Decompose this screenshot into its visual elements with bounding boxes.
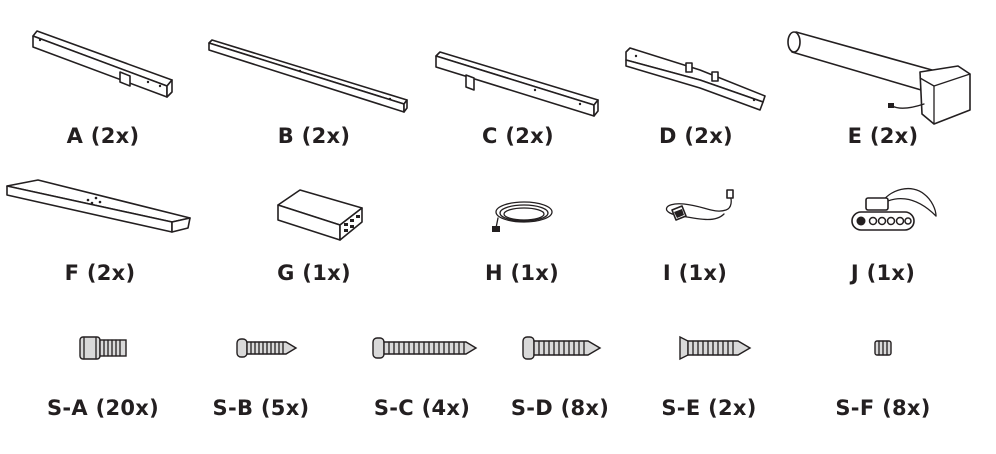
hardware-s-f-label: S-F (8x) — [835, 396, 931, 420]
hardware-s-b-label: S-B (5x) — [212, 396, 310, 420]
hardware-s-a-label: S-A (20x) — [46, 396, 160, 420]
part-b-label: B (2x) — [277, 124, 351, 148]
part-j-label: J (1x) — [850, 261, 916, 285]
part-e-label: E (2x) — [847, 124, 919, 148]
part-h-label: H (1x) — [484, 261, 560, 285]
part-c-label: C (2x) — [482, 124, 554, 148]
hardware-s-c-label: S-C (4x) — [373, 396, 471, 420]
part-i-label: I (1x) — [662, 261, 728, 285]
part-g-label: G (1x) — [277, 261, 351, 285]
part-a-label: A (2x) — [66, 124, 140, 148]
hardware-s-e-label: S-E (2x) — [661, 396, 757, 420]
part-f-label: F (2x) — [64, 261, 136, 285]
hardware-s-d-label: S-D (8x) — [510, 396, 610, 420]
part-d-label: D (2x) — [659, 124, 733, 148]
